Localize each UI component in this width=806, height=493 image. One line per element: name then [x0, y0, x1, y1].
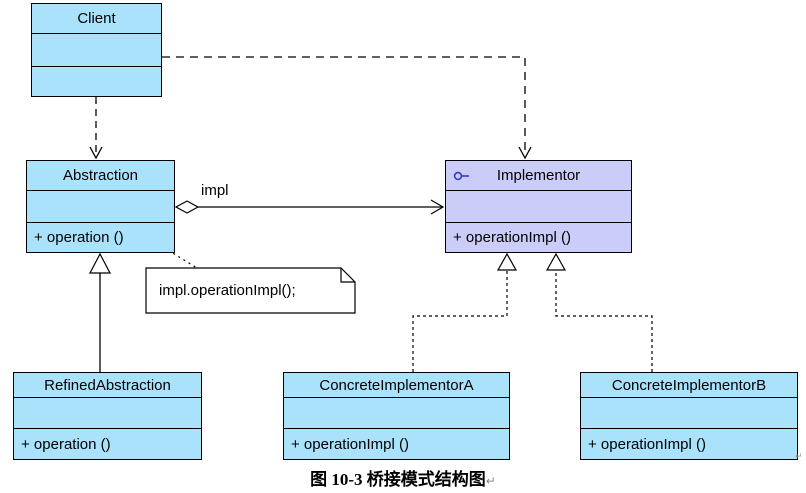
dependency-client-abstraction: [89, 97, 103, 160]
class-refined-abstraction-name: RefinedAbstraction: [14, 373, 201, 398]
class-concrete-implementor-a-attributes: [284, 398, 509, 429]
class-abstraction-name: Abstraction: [27, 161, 174, 191]
class-concrete-implementor-b-methods: + operationImpl (): [588, 435, 706, 453]
caption-paragraph-mark: ↵: [485, 474, 496, 488]
class-refined-abstraction-attributes: [14, 398, 201, 429]
class-implementor-title: Implementor: [446, 161, 631, 191]
realization-concrete-a-implementor: [412, 252, 518, 372]
class-refined-abstraction-methods: + operation (): [21, 435, 111, 453]
class-concrete-implementor-a-methods: + operationImpl (): [291, 435, 409, 453]
note-text: impl.operationImpl();: [159, 282, 296, 299]
figure-caption-text: 图 10-3 桥接模式结构图: [310, 470, 486, 489]
class-implementor: Implementor + operationImpl (): [445, 160, 632, 253]
class-concrete-implementor-b-attributes: [581, 398, 797, 429]
aggregation-abstraction-implementor: [174, 199, 445, 215]
class-client: Client: [31, 3, 162, 97]
interface-lollipop-icon: [453, 171, 469, 180]
class-abstraction-methods: + operation (): [34, 229, 124, 246]
dependency-client-implementor: [162, 56, 532, 160]
class-client-methods: [32, 67, 161, 96]
class-abstraction: Abstraction + operation (): [26, 160, 175, 253]
class-client-name: Client: [32, 4, 161, 34]
class-implementor-attributes: [446, 191, 631, 223]
class-concrete-implementor-b: ConcreteImplementorB + operationImpl (): [580, 372, 798, 460]
generalization-refined-abstraction: [89, 252, 111, 372]
class-concrete-implementor-a-name: ConcreteImplementorA: [284, 373, 509, 398]
class-concrete-implementor-b-name: ConcreteImplementorB: [581, 373, 797, 398]
aggregation-label-impl: impl: [201, 182, 229, 199]
class-concrete-implementor-a: ConcreteImplementorA + operationImpl (): [283, 372, 510, 460]
figure-caption: 图 10-3 桥接模式结构图↵: [0, 465, 806, 490]
class-refined-abstraction: RefinedAbstraction + operation (): [13, 372, 202, 460]
stray-paragraph-mark: ↵: [795, 452, 803, 462]
class-implementor-name: Implementor: [496, 167, 581, 184]
class-abstraction-attributes: [27, 191, 174, 223]
class-implementor-methods: + operationImpl (): [453, 229, 571, 246]
realization-concrete-b-implementor: [545, 252, 653, 372]
class-client-attributes: [32, 34, 161, 67]
